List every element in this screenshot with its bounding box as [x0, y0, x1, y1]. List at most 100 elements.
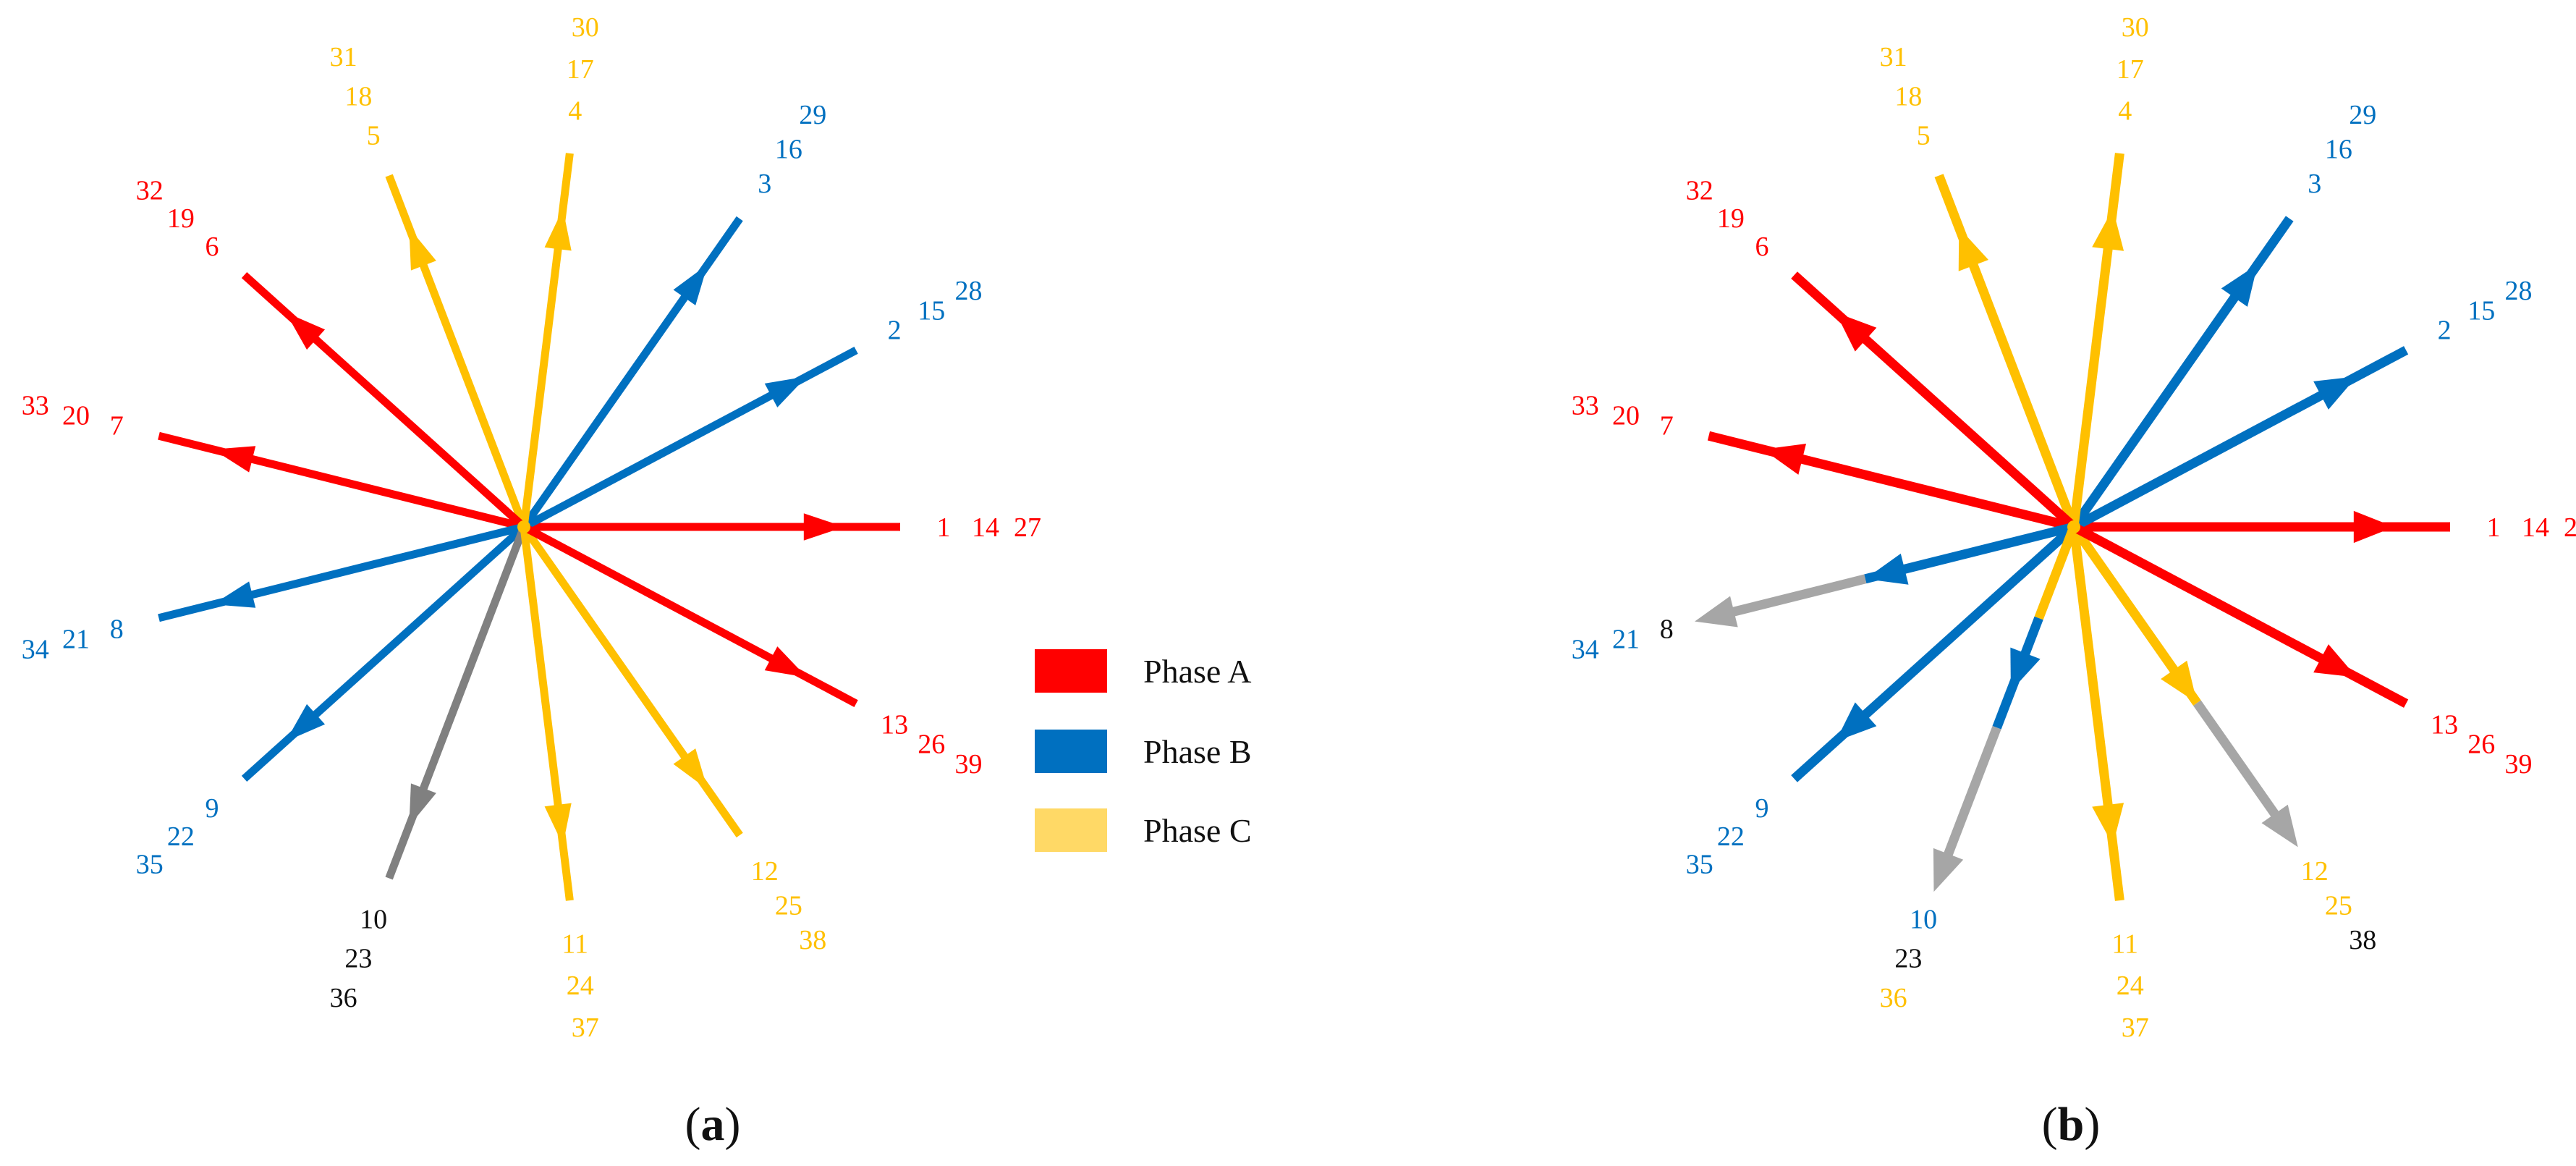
phasor-arrow-b-12-outer-head	[2261, 804, 2298, 848]
phasor-label-b-28: 28	[2505, 276, 2533, 306]
legend-label-phase-b: Phase B	[1143, 733, 1252, 770]
phasor-label-a-4: 4	[568, 96, 582, 126]
phasor-arrow-a-1-head	[803, 513, 844, 541]
phasor-arrow-b-8-inner-head	[1865, 553, 1909, 585]
phasor-label-a-9: 9	[206, 793, 219, 824]
phasor-label-b-36: 36	[1880, 983, 1907, 1013]
phasor-arrow-a-5-head	[409, 227, 436, 271]
legend: Phase A Phase B Phase C	[1035, 649, 1252, 852]
phasor-label-a-25: 25	[775, 891, 802, 921]
phasor-label-a-29: 29	[799, 100, 826, 130]
phasor-label-b-31: 31	[1880, 42, 1907, 72]
phasor-label-a-34: 34	[22, 634, 49, 664]
phasor-label-b-4: 4	[2118, 96, 2132, 126]
phasor-arrow-a-8-head	[213, 581, 256, 608]
phasor-label-b-1: 1	[2487, 512, 2501, 543]
phasor-label-b-11: 11	[2111, 929, 2138, 960]
phasor-label-a-13: 13	[881, 709, 908, 740]
phasor-label-b-37: 37	[2122, 1013, 2149, 1043]
phasor-label-a-7: 7	[110, 411, 124, 442]
phasor-label-a-28: 28	[955, 276, 983, 306]
phasor-label-a-27: 27	[1014, 512, 1041, 543]
phasor-label-b-9: 9	[1755, 793, 1769, 824]
phasor-star-a	[158, 153, 900, 901]
phasor-label-b-5: 5	[1917, 121, 1931, 151]
phasor-arrow-a-13-head	[764, 646, 807, 677]
legend-swatch-phase-c	[1035, 808, 1107, 852]
phasor-arrow-a-7-head	[213, 446, 256, 473]
phasor-arrow-b-9-head	[1835, 702, 1877, 742]
phasor-arrow-a-2-head	[764, 376, 807, 407]
phasor-label-a-2: 2	[888, 316, 902, 346]
phasor-label-b-7: 7	[1660, 411, 1674, 442]
phasor-label-a-21: 21	[62, 624, 90, 654]
phasor-label-a-22: 22	[167, 821, 195, 852]
phasor-label-b-13: 13	[2431, 709, 2458, 740]
phasor-label-a-24: 24	[567, 971, 594, 1001]
phasor-origin-b	[2067, 520, 2080, 533]
phasor-label-b-16: 16	[2325, 134, 2352, 164]
phasor-label-a-14: 14	[972, 512, 999, 543]
phasor-label-a-15: 15	[918, 296, 945, 326]
caption-b: (b)	[2042, 1098, 2101, 1151]
phasor-arrow-a-11-head	[544, 803, 572, 845]
phasor-label-b-26: 26	[2467, 730, 2495, 760]
phasor-label-b-6: 6	[1755, 232, 1769, 262]
phasor-label-b-22: 22	[1717, 821, 1745, 852]
phasor-arrow-b-6-head	[1835, 312, 1877, 352]
phasor-label-a-30: 30	[572, 12, 599, 43]
phasor-label-a-12: 12	[751, 856, 779, 887]
phasor-origin-a	[517, 520, 530, 533]
phasor-label-a-17: 17	[567, 54, 594, 85]
diagram-b: 1142721528316294173051831619327203382134…	[1572, 12, 2576, 1151]
phasor-arrow-b-11-head	[2092, 803, 2124, 845]
phasor-label-a-19: 19	[167, 203, 195, 234]
legend-swatch-phase-b	[1035, 730, 1107, 773]
phasor-arrow-b-3-head	[2221, 264, 2258, 307]
phasor-label-a-39: 39	[955, 749, 983, 780]
phasor-label-a-11: 11	[562, 929, 588, 960]
phasor-arrow-b-1-head	[2353, 510, 2394, 544]
phasor-star-b	[1695, 153, 2450, 901]
phasor-label-b-18: 18	[1894, 81, 1922, 111]
phasor-arrow-b-10-outer-head	[1933, 848, 1964, 892]
phasor-arrow-b-8-outer	[1721, 574, 1867, 620]
phasor-label-a-1: 1	[937, 512, 951, 543]
phasor-label-b-30: 30	[2122, 12, 2149, 43]
phasor-arrow-a-4-head	[544, 208, 572, 251]
phasor-label-b-39: 39	[2505, 749, 2533, 780]
phasor-arrow-a-9-head	[285, 704, 326, 742]
phasor-label-a-31: 31	[330, 42, 357, 72]
phasor-label-a-23: 23	[344, 944, 372, 974]
phasor-arrow-b-12-inner-head	[2161, 660, 2198, 704]
phasor-label-a-6: 6	[206, 232, 219, 262]
phasor-arrow-b-10-outer	[1939, 725, 2001, 867]
phasor-label-b-34: 34	[1572, 634, 1599, 664]
phasor-label-b-8: 8	[1660, 614, 1674, 644]
phasor-label-a-10: 10	[360, 905, 387, 935]
phasor-label-b-29: 29	[2349, 100, 2376, 130]
phasor-arrow-b-12-outer	[2193, 700, 2286, 827]
phasor-label-b-19: 19	[1717, 203, 1745, 234]
phasor-label-b-12: 12	[2301, 856, 2329, 887]
phasor-arrow-a-12-head	[673, 748, 708, 790]
phasor-label-b-27: 27	[2564, 512, 2576, 543]
phasor-label-a-35: 35	[136, 850, 164, 880]
phasor-label-b-25: 25	[2325, 891, 2352, 921]
phasor-arrow-b-4-head	[2092, 208, 2124, 251]
phasor-arrow-a-3-head	[673, 264, 708, 305]
phasor-label-a-3: 3	[758, 169, 771, 199]
phasor-arrow-b-8-outer-head	[1695, 596, 1738, 628]
phasor-label-b-20: 20	[1612, 401, 1640, 431]
phasor-label-a-32: 32	[136, 175, 164, 206]
phasor-label-a-8: 8	[110, 614, 124, 644]
phasor-label-a-26: 26	[918, 730, 945, 760]
phasor-label-b-33: 33	[1572, 391, 1599, 421]
legend-label-phase-a: Phase A	[1143, 653, 1252, 690]
phasor-label-b-3: 3	[2308, 169, 2321, 199]
phasor-label-b-14: 14	[2522, 512, 2549, 543]
phasor-arrow-b-10-inner	[2034, 525, 2079, 620]
